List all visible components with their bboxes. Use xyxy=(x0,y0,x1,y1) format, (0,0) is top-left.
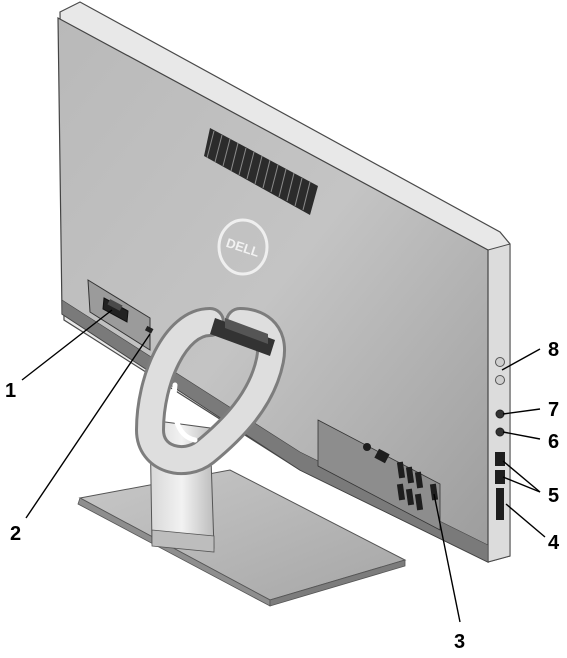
callout-1: 1 xyxy=(5,380,16,402)
callout-2: 2 xyxy=(10,523,21,545)
callout-5: 5 xyxy=(548,485,559,507)
vent-grille xyxy=(204,128,318,215)
audio-port-icon xyxy=(495,409,505,419)
rear-usb-ports xyxy=(396,461,439,511)
video-port-panel xyxy=(87,279,151,351)
ethernet-port-icon xyxy=(374,448,390,464)
callout-3: 3 xyxy=(454,631,465,653)
usb-port-icon xyxy=(495,452,505,466)
callout-8: 8 xyxy=(548,339,559,361)
audio-port-icon xyxy=(495,427,505,437)
card-reader-slot-icon xyxy=(496,488,504,520)
power-port-icon xyxy=(363,443,371,451)
monitor-body xyxy=(57,1,511,563)
leader-lines xyxy=(21,309,546,623)
security-slot xyxy=(144,325,154,334)
rear-io-panel xyxy=(317,419,441,531)
callout-numbers: 1 2 3 4 5 6 7 8 xyxy=(5,339,560,653)
stand-arm xyxy=(134,307,286,553)
callout-4: 4 xyxy=(548,532,560,554)
usb-port-icon xyxy=(495,470,505,484)
side-button-icon xyxy=(495,357,505,367)
callout-7: 7 xyxy=(548,399,559,421)
callout-6: 6 xyxy=(548,431,559,453)
side-button-icon xyxy=(495,375,505,385)
